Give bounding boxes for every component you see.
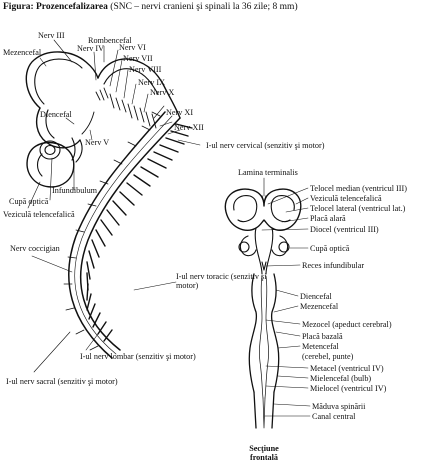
figure-title: Figura: Prozencefalizarea (SNC – nervi c… [3, 2, 298, 12]
section-caption-line1: Secţiune [249, 444, 279, 453]
label-nerv-ix: Nerv IX [138, 78, 166, 87]
figure-title-main: Figura: Prozencefalizarea [3, 2, 108, 12]
label-vezicula-telencefalica-section: Veziculă telencefalică [310, 194, 382, 203]
figure-title-note: (SNC – nervi cranieni şi spinali la 36 z… [110, 2, 298, 12]
label-nerv-lombar: I-ul nerv lombar (senzitiv şi motor) [80, 352, 196, 361]
label-diocel: Diocel (ventricul III) [310, 225, 379, 234]
label-nerv-xii: Nerv XII [174, 123, 204, 132]
label-telocel-lateral: Telocel lateral (ventricul lat.) [310, 204, 406, 213]
label-placa-alara: Placă alară [310, 214, 346, 223]
embryo-cns-drawing [25, 39, 201, 373]
label-nerv-v: Nerv V [85, 138, 110, 147]
label-nerv-cervical: I-ul nerv cervical (senzitiv şi motor) [206, 141, 325, 150]
label-mezocel: Mezocel (apeduct cerebral) [302, 320, 392, 329]
label-lamina-terminalis: Lamina terminalis [238, 168, 298, 177]
label-reces-infundibular: Reces infundibular [302, 261, 365, 270]
frontal-section-drawing [224, 177, 311, 429]
label-infundibulum: Infundibulum [52, 186, 98, 195]
section-caption: Secţiune frontală [240, 444, 288, 462]
label-nerv-xi: Nerv XI [166, 108, 194, 117]
label-nerv-x: Nerv X [150, 88, 175, 97]
label-nerv-vi: Nerv VI [119, 43, 146, 52]
label-nerv-toracic: I-ul nerv toracic (senzitiv şi motor) [176, 272, 267, 290]
label-mielocel: Mielocel (ventricul IV) [310, 384, 387, 393]
label-rombencefal: Rombencefal [88, 36, 132, 45]
label-cupa-optica-section: Cupă optică [310, 244, 350, 253]
label-nerv-coccigian: Nerv coccigian [10, 244, 60, 253]
label-nerv-iii: Nerv III [38, 31, 65, 40]
label-metacel: Metacel (ventricul IV) [310, 364, 384, 373]
label-metencefal-note: (cerebel, punte) [302, 352, 354, 361]
label-cupa-optica: Cupă optică [9, 197, 49, 206]
label-telocel-median: Telocel median (ventricul III) [310, 184, 407, 193]
label-canal-central: Canal central [312, 412, 356, 421]
label-mezencefal-section: Mezencefal [300, 302, 339, 311]
label-diencefal-section: Diencefal [300, 292, 332, 301]
label-mezencefal: Mezencefal [3, 48, 42, 57]
label-diencefal: Diencefal [40, 110, 72, 119]
label-nerv-viii: Nerv VIII [129, 65, 162, 74]
section-caption-line2: frontală [249, 453, 279, 462]
label-mielencefal: Mielencefal (bulb) [310, 374, 372, 383]
label-metencefal: Metencefal [302, 342, 339, 351]
label-nerv-vii: Nerv VII [123, 54, 153, 63]
label-placa-bazala: Placă bazală [302, 332, 343, 341]
label-nerv-iv: Nerv IV [77, 44, 105, 53]
label-maduva-spinarii: Măduva spinării [312, 402, 366, 411]
label-vezicula-telencefalica: Veziculă telencefalică [3, 210, 75, 219]
label-nerv-sacral: I-ul nerv sacral (senzitiv şi motor) [6, 377, 118, 386]
